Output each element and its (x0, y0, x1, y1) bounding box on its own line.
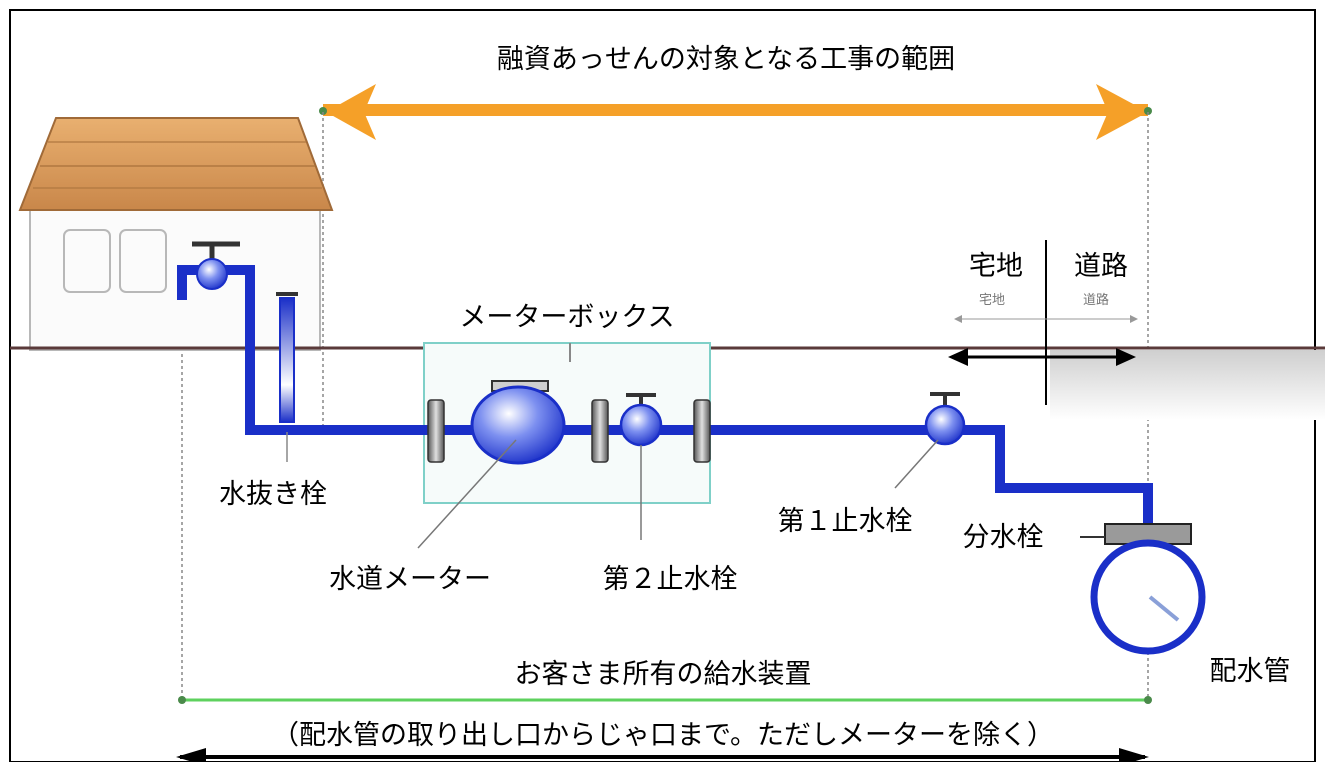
construction-range-arrow (319, 84, 1152, 140)
stop-valve-2 (619, 393, 663, 540)
range-note: （配水管の取り出し口からじゃ口まで。ただしメーターを除く） (272, 720, 1054, 751)
meter-box (423, 342, 711, 504)
owned-equipment-arrow (178, 696, 1152, 704)
stop-valve-2-label: 第２止水栓 (603, 564, 738, 595)
water-meter (417, 380, 711, 549)
house-illustration (18, 117, 334, 351)
stop-valve-1 (894, 392, 966, 489)
stop-valve-1-label: 第１止水栓 (778, 506, 913, 537)
water-meter-label: 水道メーター (329, 564, 491, 595)
distribution-pipe-label: 配水管 (1210, 656, 1291, 687)
diagram-title: 融資あっせんの対象となる工事の範囲 (497, 44, 955, 75)
meter-box-label: メーターボックス (459, 302, 674, 333)
bottom-range-arrow (176, 748, 1149, 762)
branch-valve-label: 分水栓 (963, 522, 1044, 553)
residential-label: 宅地 (969, 251, 1023, 282)
distribution-pipe (1080, 523, 1206, 655)
drain-valve-label: 水抜き栓 (219, 479, 327, 510)
residential-small-label: 宅地 (979, 293, 1005, 308)
drain-valve (276, 292, 298, 462)
road-small-label: 道路 (1083, 292, 1109, 308)
boundary-marker (948, 240, 1138, 405)
road-label: 道路 (1074, 251, 1128, 282)
faucet (192, 241, 240, 290)
owned-equipment-label: お客さま所有の給水装置 (515, 659, 812, 690)
